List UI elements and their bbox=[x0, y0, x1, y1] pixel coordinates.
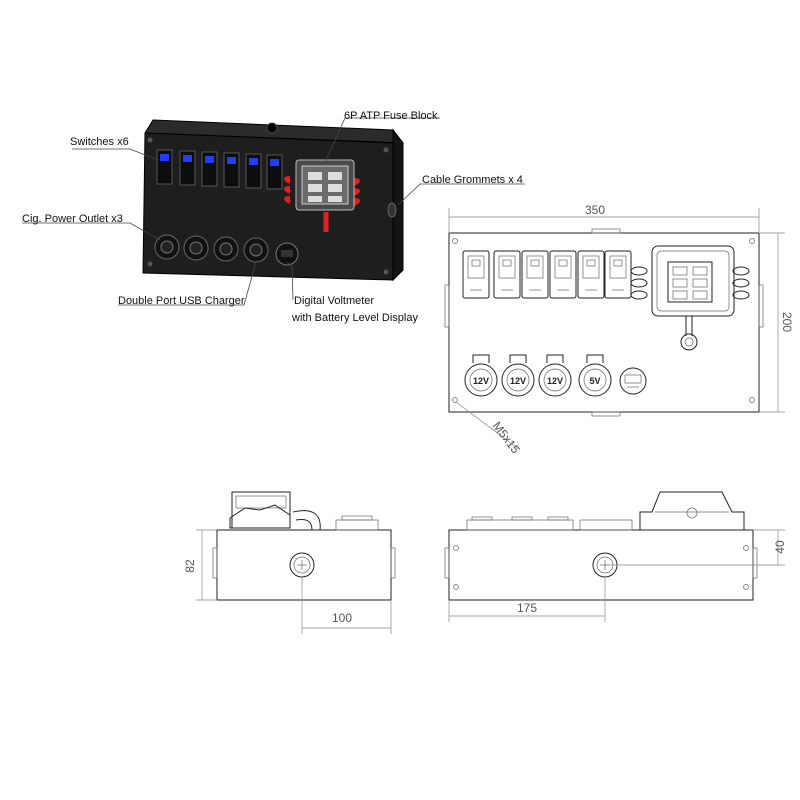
label-cig-outlet: Cig. Power Outlet x3 bbox=[22, 213, 123, 225]
iso-sockets bbox=[154, 234, 299, 266]
label-usb-charger: Double Port USB Charger bbox=[118, 295, 245, 307]
front-view bbox=[444, 208, 785, 451]
label-voltmeter-line2: with Battery Level Display bbox=[291, 312, 418, 324]
socket-label-1: 12V bbox=[473, 376, 489, 386]
dim-back-depth: 40 bbox=[773, 540, 787, 554]
front-voltmeter bbox=[619, 367, 647, 395]
label-grommets: Cable Grommets x 4 bbox=[422, 174, 523, 186]
dim-side-offset: 100 bbox=[332, 611, 352, 625]
dim-back-offset: 175 bbox=[517, 601, 537, 615]
label-switches: Switches x6 bbox=[70, 136, 129, 148]
dim-width: 350 bbox=[585, 203, 605, 217]
dim-height: 200 bbox=[780, 312, 794, 332]
iso-fuse-block bbox=[284, 159, 360, 232]
socket-label-4: 5V bbox=[589, 376, 600, 386]
back-view bbox=[444, 491, 785, 622]
front-fuse-block bbox=[630, 245, 750, 351]
callout-leaders bbox=[22, 117, 525, 306]
socket-label-2: 12V bbox=[510, 376, 526, 386]
dim-screw: M5x15 bbox=[490, 419, 523, 456]
side-view bbox=[196, 491, 396, 634]
label-fuse-block: 6P ATP Fuse Block bbox=[344, 110, 438, 122]
front-switches bbox=[462, 250, 632, 299]
socket-label-3: 12V bbox=[547, 376, 563, 386]
dim-side-height: 82 bbox=[183, 559, 197, 573]
label-voltmeter-line1: Digital Voltmeter bbox=[294, 295, 374, 307]
isometric-view bbox=[22, 117, 525, 306]
iso-switches bbox=[156, 149, 283, 190]
front-sockets bbox=[464, 354, 647, 397]
